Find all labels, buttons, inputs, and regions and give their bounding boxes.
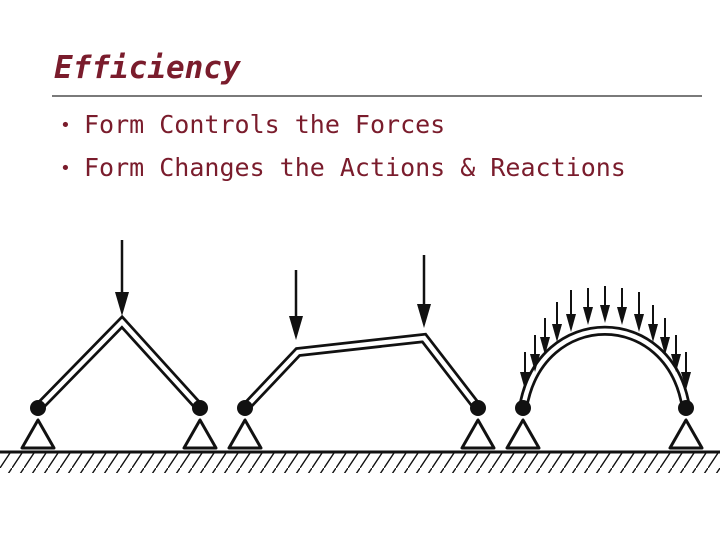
pin-support-left	[505, 400, 541, 450]
bullet-item: • Form Controls the Forces	[60, 104, 626, 147]
slide-title: Efficiency	[54, 50, 241, 86]
triangular-truss	[20, 240, 218, 450]
distributed-load-arrows	[520, 286, 691, 390]
bullet-list: • Form Controls the Forces • Form Changes …	[60, 104, 626, 190]
bullet-marker: •	[60, 158, 71, 179]
title-underline	[52, 95, 702, 97]
arch-member	[518, 325, 691, 409]
arch	[505, 286, 704, 450]
pin-support-left	[227, 400, 263, 450]
point-load-arrow	[289, 270, 303, 340]
point-load-arrow	[115, 240, 129, 316]
bullet-marker: •	[60, 115, 71, 136]
pin-support-right	[668, 400, 704, 450]
pin-support-right	[182, 400, 218, 450]
point-load-arrow	[417, 255, 431, 328]
ground	[0, 450, 720, 473]
frame-members	[241, 332, 482, 412]
bullet-text: Form Changes the Actions & Reactions	[84, 153, 626, 182]
bent-frame	[227, 255, 496, 450]
pin-support-left	[20, 400, 56, 450]
bullet-item: • Form Changes the Actions & Reactions	[60, 147, 626, 190]
truss-members	[34, 314, 204, 412]
structural-forms-diagram	[0, 240, 720, 473]
bullet-text: Form Controls the Forces	[84, 110, 446, 139]
pin-support-right	[460, 400, 496, 450]
